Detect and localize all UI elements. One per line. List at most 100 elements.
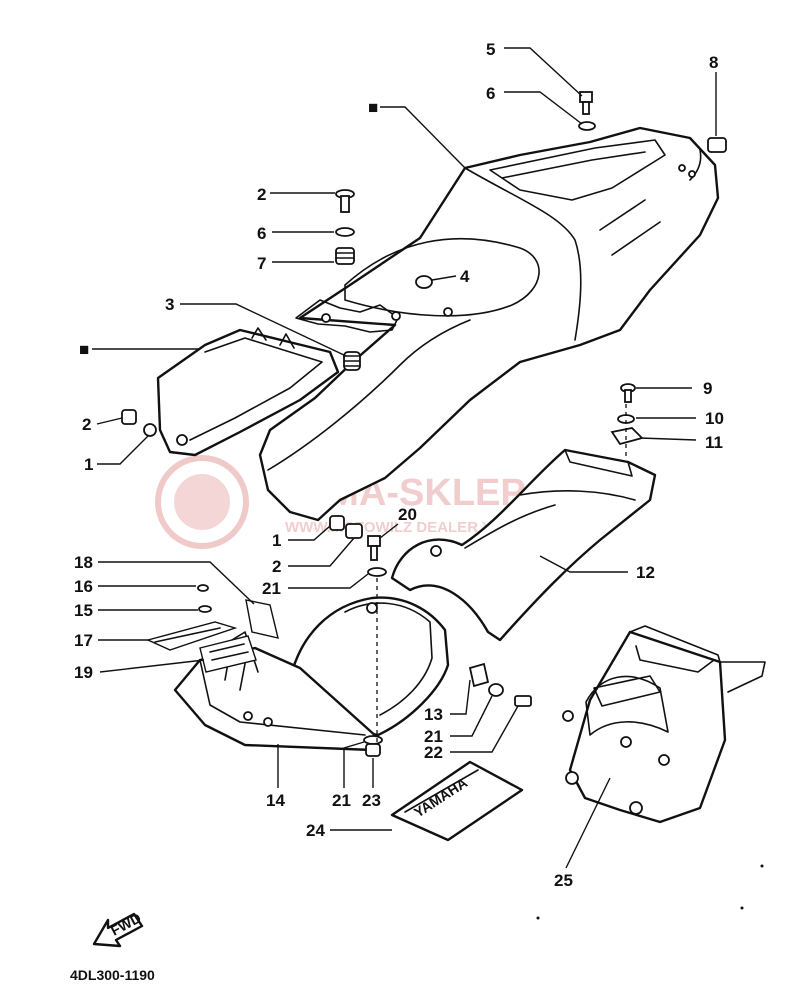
leader-21b	[450, 695, 493, 737]
pad-18	[245, 599, 279, 639]
leader-3	[180, 303, 347, 357]
screw-2-upper-shank	[340, 195, 350, 213]
callout-14: 14	[266, 791, 285, 810]
tail-housing-25-bolt-b	[629, 801, 643, 815]
callout-1-left: 1	[84, 455, 93, 474]
pad-19-texture	[154, 627, 249, 661]
seat-main-lower-edge	[267, 319, 471, 471]
leader-4	[431, 275, 457, 281]
callout-9: 9	[703, 379, 712, 398]
tail-housing-25-body	[568, 630, 727, 824]
callout-21-upper: 21	[262, 579, 281, 598]
callout-24: 24	[306, 821, 325, 840]
washer-21-bottom	[363, 735, 383, 745]
callout-1-lower: 1	[272, 531, 281, 550]
damper-7-ribs	[335, 252, 355, 259]
seat-main-body	[258, 126, 720, 522]
callout-5: 5	[486, 40, 495, 59]
tail-housing-25-bracket	[635, 645, 715, 673]
screw-5-shank	[582, 101, 590, 115]
screw-2-left	[121, 409, 137, 425]
leader-20	[379, 523, 399, 539]
seat-hole-c	[443, 307, 453, 317]
inner-fender-12-rib	[464, 490, 636, 549]
leader-6a	[504, 91, 583, 125]
seat-main-top-panel-inner	[501, 151, 646, 179]
leader-25	[565, 777, 611, 869]
leader-1a	[97, 435, 149, 465]
leader-5	[504, 47, 583, 97]
leader-12	[539, 555, 628, 573]
callout-23: 23	[362, 791, 381, 810]
seat-cowl-hole	[176, 434, 188, 446]
callout-4: 4	[460, 267, 470, 286]
inner-fender-12-hole	[430, 545, 442, 557]
drawing-code: 4DL300-1190	[70, 967, 155, 983]
leader-2b	[96, 417, 123, 425]
tray-14-hole-b	[263, 717, 273, 727]
callout-7: 7	[257, 254, 266, 273]
inner-fender-12	[390, 448, 657, 642]
tail-housing-25-bolt-d	[658, 754, 670, 766]
tail-housing-25-bolt-a	[565, 771, 579, 785]
leader-1b	[288, 525, 331, 541]
callout-12: 12	[636, 563, 655, 582]
seat-main	[258, 126, 720, 522]
callout-11: 11	[705, 433, 723, 452]
spring-3-coils	[343, 355, 361, 367]
tail-housing-25-bolt-c	[620, 736, 632, 748]
callout-22: 22	[424, 743, 443, 762]
leader-11	[639, 437, 697, 441]
callout-18: 18	[74, 553, 93, 572]
speck-c	[760, 864, 764, 868]
callout-6-top: 6	[486, 84, 495, 103]
nut-1-lower	[329, 515, 345, 531]
rear-fender-hole	[366, 602, 378, 614]
tail-housing-25-rim	[629, 625, 766, 693]
leader-21c	[343, 741, 365, 788]
tail-housing-25-lens-pad	[593, 675, 661, 707]
callout-seat-cowl: ■	[79, 340, 89, 359]
screw-16	[197, 584, 209, 592]
scan-specks	[536, 864, 764, 920]
callout-21-right: 21	[424, 727, 443, 746]
callout-3: 3	[165, 295, 174, 314]
seat-hole-d	[678, 164, 686, 172]
leader-13	[450, 679, 471, 715]
callout-21-bottom: 21	[332, 791, 351, 810]
rear-flap-24-fold	[404, 769, 479, 813]
screw-9-shank	[624, 389, 632, 403]
leader-22	[450, 705, 519, 753]
clamp-13	[468, 662, 490, 688]
seat-hole-e	[688, 170, 696, 178]
screw-5	[579, 91, 593, 103]
nut-23	[365, 743, 381, 757]
callout-17: 17	[74, 631, 93, 650]
washer-15	[198, 605, 212, 613]
callout-19: 19	[74, 663, 93, 682]
seat-cowl-body	[156, 328, 340, 457]
screw-2-lower	[345, 523, 363, 539]
callout-15: 15	[74, 601, 93, 620]
nut-1-left	[143, 423, 157, 437]
seat-main-top-panel	[489, 139, 666, 201]
fwd-arrow-icon	[92, 912, 144, 948]
leader-2c	[288, 537, 355, 567]
bolt-20-head	[367, 535, 381, 547]
bolt-22	[514, 695, 532, 707]
tail-housing-25-lens	[585, 675, 669, 736]
seat-main-crease	[464, 167, 582, 341]
tray-14-wall	[199, 659, 366, 736]
callout-20: 20	[398, 505, 417, 524]
clip-11	[610, 427, 644, 446]
callout-10: 10	[705, 409, 724, 428]
seat-cowl-tabs	[251, 327, 295, 349]
leader-18	[98, 561, 255, 605]
inner-fender-12-top	[564, 449, 633, 477]
callout-2-upper: 2	[257, 185, 266, 204]
leader-lines	[92, 47, 717, 869]
watermark-logo-inner-icon	[174, 474, 230, 530]
callout-2-lower: 2	[272, 557, 281, 576]
rear-flap-24: YAMAHA	[390, 760, 524, 842]
